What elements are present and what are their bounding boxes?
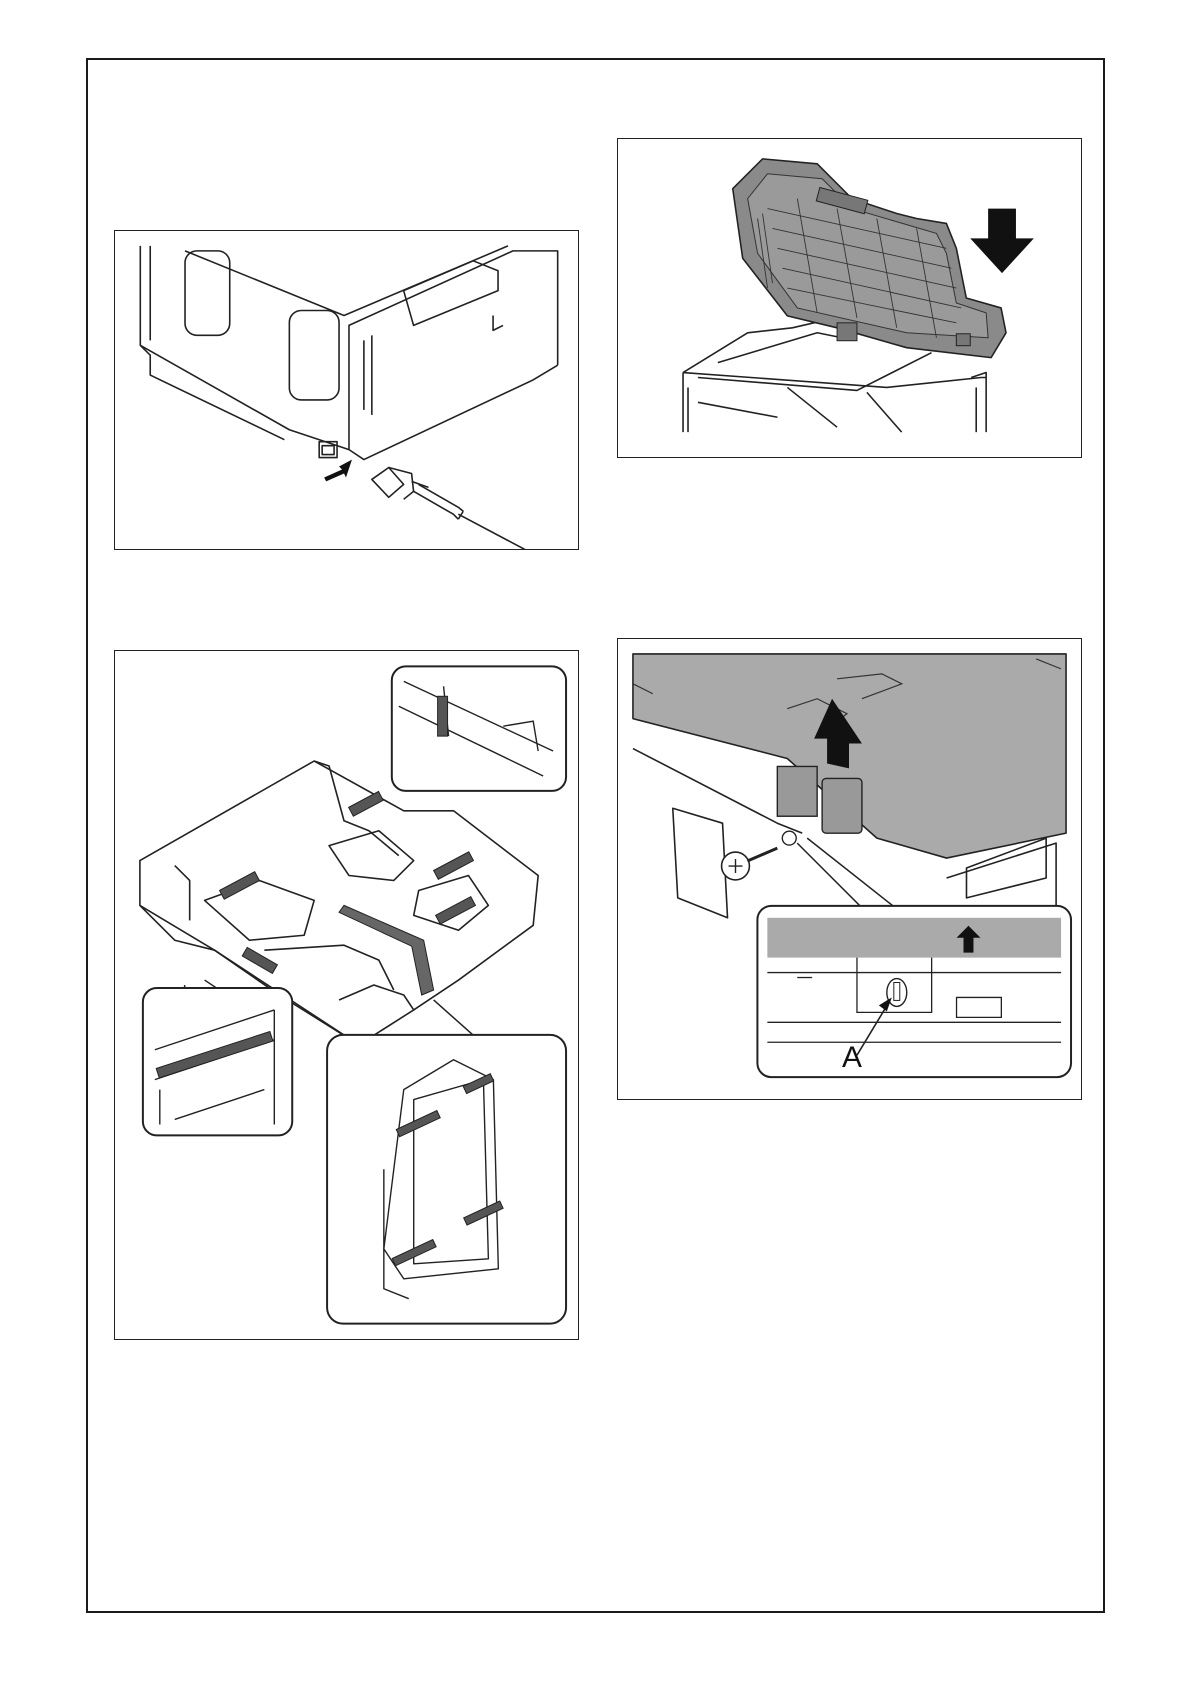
screw-icon bbox=[722, 831, 797, 880]
callout-top-right bbox=[392, 666, 566, 790]
arrow-left-icon bbox=[324, 460, 352, 482]
callout-label-a: A bbox=[842, 1041, 862, 1074]
figure-scanner-screw: A bbox=[617, 638, 1082, 1100]
figure-adf-close bbox=[617, 138, 1082, 458]
packing-tape-illustration bbox=[115, 651, 578, 1339]
figure-packing-tape bbox=[114, 650, 579, 1340]
adf-close-illustration bbox=[618, 139, 1081, 457]
callout-screw-detail: A bbox=[757, 906, 1071, 1077]
power-cord-illustration bbox=[115, 231, 578, 549]
figure-power-cord bbox=[114, 230, 579, 550]
scanner-screw-illustration: A bbox=[618, 639, 1081, 1099]
callout-bottom-left bbox=[143, 980, 292, 1135]
adf-lid bbox=[733, 159, 1006, 358]
arrow-down-icon bbox=[970, 209, 1034, 274]
callout-bottom-right bbox=[327, 1000, 566, 1324]
